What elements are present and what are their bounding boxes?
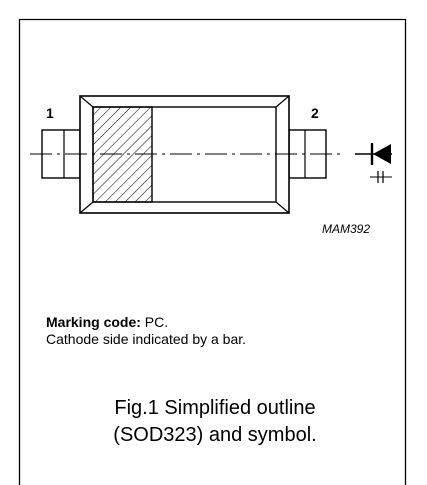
cathode-note: Cathode side indicated by a bar. [46,331,247,347]
pin-2-label: 2 [311,105,319,121]
diode-symbol [355,143,392,183]
figure-border [18,18,407,485]
marking-text: Marking code: PC. Cathode side indicated… [46,314,246,348]
drawing-code: MAM392 [321,222,370,236]
marking-code-value: PC. [140,314,169,330]
marking-code-label: Marking code: [46,314,141,330]
caption-line-1: Fig.1 Simplified outline [114,397,316,419]
pin-1-label: 1 [46,105,54,121]
figure-caption: Fig.1 Simplified outline (SOD323) and sy… [20,395,410,449]
caption-line-2: (SOD323) and symbol. [113,424,317,446]
